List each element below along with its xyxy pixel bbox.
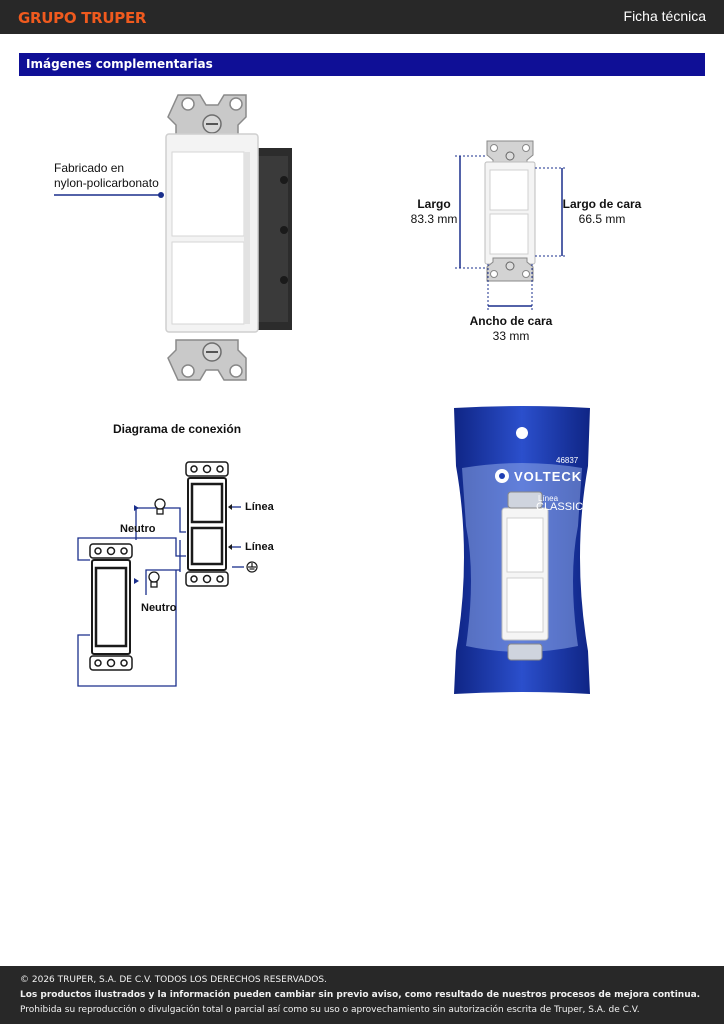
- package-illustration: [454, 406, 590, 694]
- footer: © 2026 TRUPER, S.A. DE C.V. TODOS LOS DE…: [0, 966, 724, 1024]
- ancho-cara-value: 33 mm: [492, 329, 530, 343]
- dimensions-diagram: [455, 138, 575, 313]
- material-label-line1: Fabricado en: [54, 161, 125, 175]
- package-photo: VOLTECK 46837 Línea CLASSIC: [452, 406, 592, 696]
- ancho-cara-label: Ancho de cara: [469, 314, 553, 328]
- largo-cara-value: 66.5 mm: [578, 212, 626, 226]
- wiring-title: Diagrama de conexión: [113, 422, 242, 436]
- largo-cara-label: Largo de cara: [562, 197, 642, 211]
- package-line-name: CLASSIC: [536, 501, 584, 513]
- double-switch-illustration: [165, 94, 292, 381]
- package-brand: VOLTECK: [514, 469, 583, 484]
- wiring-schematic: [77, 461, 258, 687]
- dimensions-switch-illustration: [455, 140, 567, 310]
- section-header: Imágenes complementarias: [19, 53, 705, 76]
- wiring-diagram: [76, 460, 266, 690]
- largo-cara-dimension: Largo de cara 66.5 mm: [562, 197, 642, 227]
- material-label-line2: nylon-policarbonato: [54, 176, 159, 190]
- package-line-label: Línea: [538, 494, 559, 503]
- ancho-cara-dimension: Ancho de cara 33 mm: [466, 314, 556, 344]
- package-code: 46837: [556, 456, 579, 465]
- neutro-label-bottom: Neutro: [141, 602, 177, 614]
- largo-dimension: Largo 83.3 mm: [408, 197, 460, 227]
- footer-copyright: © 2026 TRUPER, S.A. DE C.V. TODOS LOS DE…: [20, 975, 327, 985]
- brand-logo: GRUPO TRUPER: [18, 9, 147, 27]
- linea-label-top: Línea: [245, 501, 274, 513]
- linea-label-bottom: Línea: [245, 541, 274, 553]
- material-label: Fabricado en nylon-policarbonato: [54, 161, 159, 191]
- largo-label: Largo: [417, 197, 451, 211]
- document-type: Ficha técnica: [623, 8, 706, 24]
- material-leader-line: [54, 192, 164, 198]
- footer-legal: Prohibida su reproducción o divulgación …: [20, 1005, 640, 1015]
- neutro-label-top: Neutro: [120, 523, 156, 535]
- footer-notice: Los productos ilustrados y la informació…: [20, 990, 701, 1000]
- largo-value: 83.3 mm: [410, 212, 458, 226]
- top-bar: GRUPO TRUPER Ficha técnica: [0, 0, 724, 34]
- product-photo: [160, 90, 300, 385]
- section-title: Imágenes complementarias: [26, 57, 213, 71]
